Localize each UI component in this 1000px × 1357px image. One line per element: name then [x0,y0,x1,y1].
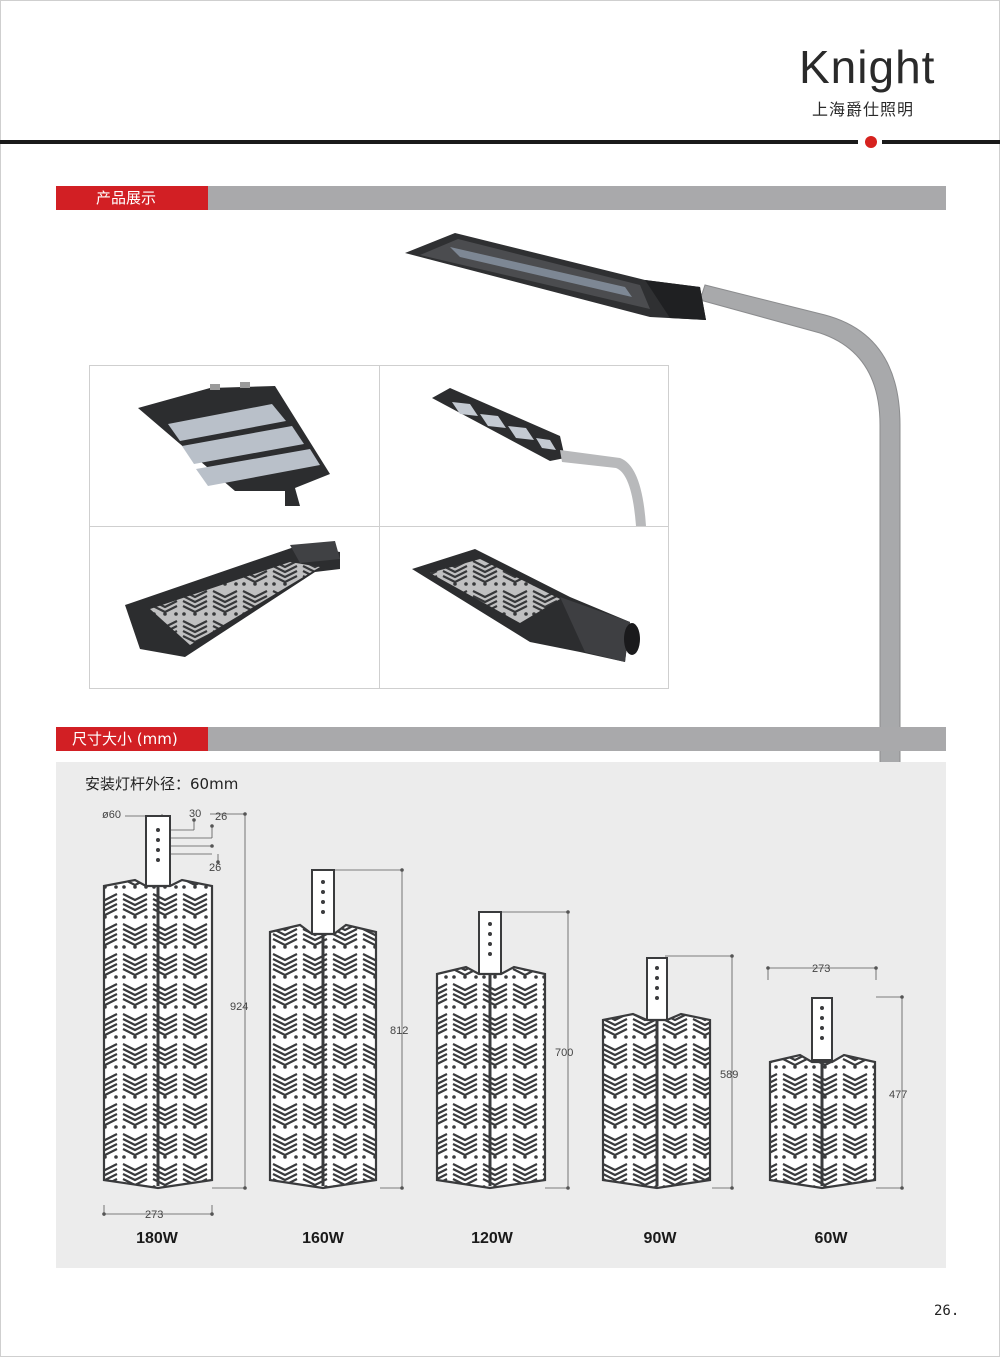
fixture-drawing-120w [435,911,547,1190]
hero-streetlight-image [405,233,901,765]
photo-back-view-left [90,527,378,687]
pole-diameter-note: 安装灯杆外径：60mm [85,775,239,793]
header-rule-right [882,140,1000,144]
watt-label-60w: 60W [814,1230,848,1247]
section-bar-dimensions: 尺寸大小 (mm) [56,727,946,751]
dim-label-26b: 26 [209,862,221,874]
brand-subtitle: 上海爵仕照明 [812,100,915,119]
watt-label-180w: 180W [136,1230,178,1247]
header-dot [865,136,877,148]
photo-pole-view [380,366,668,526]
header-rule [0,140,858,144]
dim-height-180w: 924 [230,1001,248,1013]
section-title-dimensions: 尺寸大小 (mm) [56,727,208,751]
watt-label-90w: 90W [643,1230,677,1247]
dim-height-120w: 700 [555,1047,573,1059]
section-bar-product: 产品展示 [56,186,946,210]
page-number: 26. [934,1303,960,1319]
dim-label-30: 30 [189,808,201,820]
dim-width-60w: 273 [812,963,830,975]
dim-width-180w: 273 [145,1209,163,1221]
watt-label-120w: 120W [471,1230,513,1247]
dimension-drawings: ø60 30 26 26 924 273 812 700 589 273 477 [102,808,907,1221]
product-photo-grid [89,365,669,689]
dim-label-26a: 26 [215,811,227,823]
dim-height-60w: 477 [889,1089,907,1101]
fixture-drawing-90w [601,957,712,1190]
watt-label-160w: 160W [302,1230,344,1247]
fixture-drawing-160w [268,869,378,1190]
brand-logo: Knight [799,41,936,93]
dim-label-diameter: ø60 [102,809,121,821]
fixture-drawing-60w [768,997,877,1190]
section-title-product: 产品展示 [56,186,208,210]
fixture-drawing-180w [102,815,214,1190]
dim-height-160w: 812 [390,1025,408,1037]
photo-front-view [90,366,378,526]
photo-back-view-right [380,527,668,687]
dim-height-90w: 589 [720,1069,738,1081]
